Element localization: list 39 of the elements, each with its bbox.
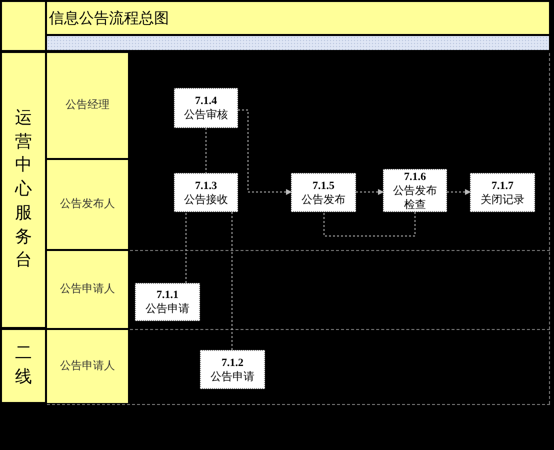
process-box <box>383 169 447 212</box>
connector <box>356 189 384 195</box>
diagram-title: 信息公告流程总图 <box>48 8 169 29</box>
swimlane-header <box>2 330 45 402</box>
role-cell <box>47 160 128 249</box>
step-number: 7.1.6 <box>404 170 426 184</box>
step-number: 7.1.7 <box>492 178 514 192</box>
process-box <box>174 173 238 212</box>
connector <box>238 110 292 195</box>
role-label: 公告发布人 <box>60 196 115 212</box>
step-number: 7.1.1 <box>156 288 178 302</box>
hatched-band <box>47 36 549 50</box>
role-label: 公告经理 <box>66 97 110 114</box>
step-label: 关闭记录 <box>480 192 524 206</box>
connector <box>324 212 416 236</box>
process-box <box>174 88 238 128</box>
step-label: 公告发布 <box>302 192 346 206</box>
step-label: 公告发布检查 <box>392 184 438 212</box>
process-box <box>135 283 200 321</box>
role-label: 公告申请人 <box>60 281 115 298</box>
role-cell <box>47 330 128 403</box>
swimlane-header <box>2 53 45 327</box>
step-number: 7.1.5 <box>312 178 334 192</box>
process-box <box>200 350 265 389</box>
step-label: 公告接收 <box>184 192 228 206</box>
step-number: 7.1.4 <box>195 94 217 108</box>
step-label: 公告申请 <box>210 370 254 384</box>
lane-title: 二线 <box>15 342 32 389</box>
role-cell <box>47 251 128 328</box>
process-box <box>470 173 535 212</box>
step-label: 公告申请 <box>146 302 190 316</box>
lane-title: 运营中心服务台 <box>15 106 32 272</box>
step-number: 7.1.2 <box>222 356 244 370</box>
role-cell <box>47 53 128 158</box>
connector <box>446 189 471 195</box>
role-label: 公告申请人 <box>60 358 115 374</box>
step-label: 公告审核 <box>184 108 228 122</box>
step-number: 7.1.3 <box>195 178 217 192</box>
process-box <box>291 173 356 212</box>
